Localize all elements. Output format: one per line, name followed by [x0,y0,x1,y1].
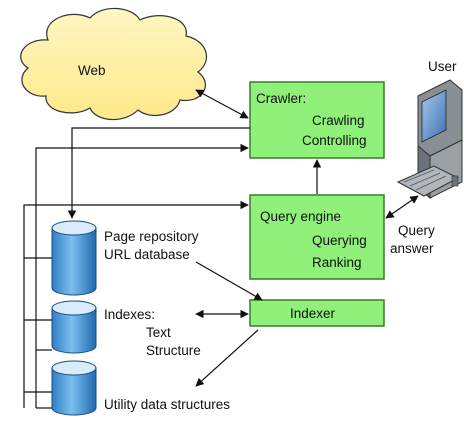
indexes-cylinder [51,300,97,354]
answer-label: answer [390,241,434,256]
crawler-box [249,81,385,159]
user-label: User [428,59,457,74]
query-engine-box [249,194,385,280]
storage-to-query-arrow [23,200,249,408]
indexer-to-utility-arrow [195,329,259,387]
crawler-line-crawling: Crawling [312,113,365,128]
query-engine-line-querying: Querying [312,233,367,248]
crawler-line-controlling: Controlling [302,133,367,148]
crawler-to-repository-arrow [67,127,250,219]
storage-to-crawler-arrow [35,143,249,408]
utility-data-structures-label: Utility data structures [104,397,231,412]
web-label: Web [78,63,106,78]
web-cloud [20,7,208,121]
query-label: Query [398,223,435,238]
indexes-label: Indexes: [104,307,156,322]
query-engine-line-ranking: Ranking [312,255,362,270]
indexes-text-label: Text [146,325,171,340]
query-user-arrow [385,195,419,219]
web-crawler-arrow [195,89,249,119]
utility-data-cylinder [51,360,97,416]
crawler-title: Crawler: [256,91,307,106]
indexer-box [249,299,385,327]
url-database-label: URL database [104,247,190,262]
indexer-title: Indexer [290,306,336,321]
indexes-structure-label: Structure [146,343,201,358]
query-engine-title: Query engine [260,209,342,224]
repository-to-indexer-arrow [195,261,263,301]
page-repository-label: Page repository [104,229,199,244]
connectors [23,89,419,409]
page-repository-cylinder [51,220,97,296]
user-computer-icon [396,79,463,200]
